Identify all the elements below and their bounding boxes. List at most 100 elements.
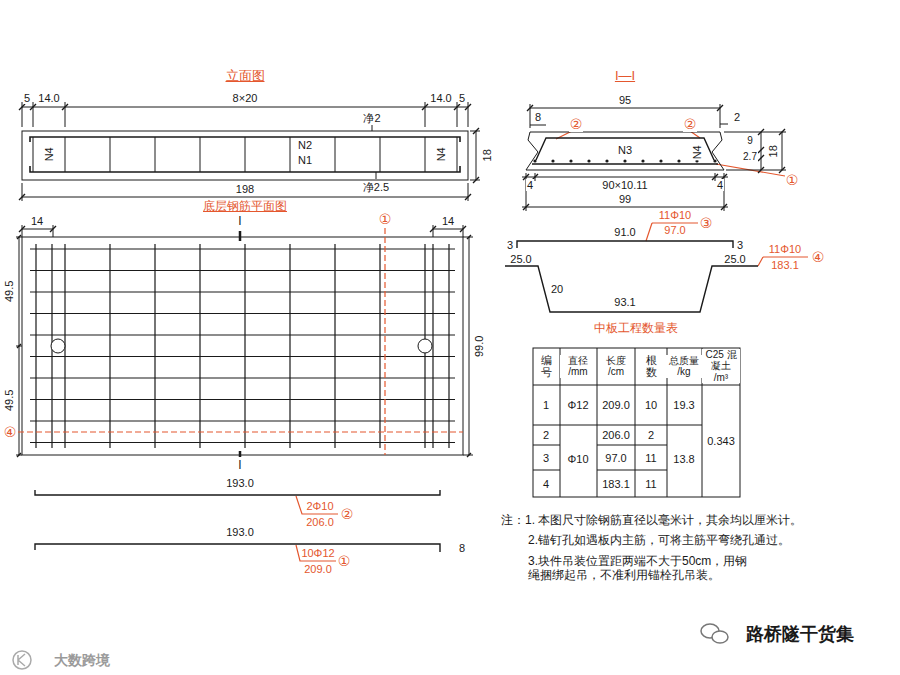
dimension-text: 14.0 — [429, 92, 452, 105]
plan-view-part — [22, 237, 463, 455]
quantity-table-part — [533, 348, 740, 497]
dimension-text: 25.0 — [509, 253, 532, 266]
watermark: 大数跨境 — [53, 652, 111, 668]
bar-shapes-part — [35, 544, 440, 552]
table-cell: 209.0 — [601, 399, 631, 412]
dimension-text: 18 — [767, 144, 780, 158]
callout-number: ② — [569, 116, 584, 132]
plan-view — [16, 225, 473, 457]
callout-number: ④ — [3, 424, 18, 440]
elevation-view — [19, 102, 480, 201]
bar-section-dots-part — [569, 159, 572, 162]
dimension-text: 193.0 — [225, 526, 255, 539]
dimension-text: 2 — [733, 111, 741, 124]
bar-shapes-part — [505, 266, 758, 312]
elevation-view-part — [22, 183, 468, 201]
dimension-text: 95 — [618, 94, 632, 107]
table-cell: Φ12 — [566, 399, 589, 412]
dimension-text: 5 — [458, 92, 466, 105]
callout-lines-part — [18, 431, 463, 432]
watermark-icon — [701, 624, 728, 643]
table-cell: 183.1 — [601, 478, 631, 491]
dimension-text: 20 — [550, 283, 564, 296]
quantity-table — [533, 348, 740, 497]
table-cell: 1 — [542, 399, 550, 412]
bar-section-dots-part — [641, 159, 644, 162]
dimension-text: 99 — [618, 193, 632, 206]
elevation-view-part — [473, 128, 479, 183]
bar-shapes-part — [517, 241, 733, 248]
bar-mark: N4 — [43, 146, 56, 162]
dimension-text: 4 — [526, 179, 534, 192]
callout-number: ① — [378, 211, 393, 227]
watermark-logo-part — [13, 651, 31, 669]
plan-view-part — [30, 249, 455, 443]
bar-mark: 183.1 — [770, 259, 800, 272]
bar-section-dots — [533, 159, 716, 162]
bar-section-dots-part — [551, 159, 554, 162]
elevation-view-part — [372, 125, 376, 179]
dimension-text: I — [237, 215, 242, 229]
bar-mark: 97.0 — [663, 224, 686, 237]
bar-mark: 11Φ10 — [768, 243, 802, 256]
dimension-text: 18 — [481, 148, 494, 162]
table-cell: 总质量 /kg — [666, 355, 702, 378]
callout-number: ② — [683, 116, 698, 132]
bar-shapes-part — [35, 490, 440, 495]
elevation-view-part — [22, 131, 468, 180]
elevation-view-part — [470, 131, 480, 180]
table-cell: 4 — [542, 478, 550, 491]
bar-mark: N2 — [297, 139, 313, 152]
dimension-text: 2.7 — [742, 151, 758, 163]
plan-view-part — [239, 231, 242, 457]
callout-lines-part — [384, 228, 385, 455]
table-cell: 19.3 — [672, 399, 695, 412]
bar-section-dots-part — [677, 159, 680, 162]
table-cell: 3 — [542, 452, 550, 465]
dimension-text: 49.5 — [4, 388, 17, 411]
note-text: 3.块件吊装位置距两端不大于50cm，用钢 绳捆绑起吊，不准利用锚栓孔吊装。 — [527, 555, 751, 583]
elevation-view-part — [19, 104, 471, 110]
dimension-text: 90×10.11 — [601, 179, 648, 192]
table-cell: Φ10 — [566, 453, 589, 466]
bar-mark: N4 — [691, 144, 704, 160]
bar-section-dots-part — [605, 159, 608, 162]
table-cell: 13.8 — [672, 453, 695, 466]
dimension-text: 193.0 — [225, 477, 255, 490]
bar-shapes — [35, 241, 758, 552]
plan-view-part — [463, 237, 473, 455]
dimension-text: 净2 — [362, 112, 381, 125]
dimension-text: 91.0 — [613, 226, 636, 239]
dimension-text: 8 — [458, 542, 466, 555]
callout-lines — [18, 131, 808, 561]
dimension-text: 99.0 — [474, 334, 487, 357]
elevation-view-part — [33, 137, 457, 172]
watermark-logo — [13, 651, 31, 669]
dimension-text: 25.0 — [723, 253, 746, 266]
dimension-text: 净2.5 — [362, 181, 390, 194]
callout-number: ① — [337, 553, 352, 569]
section-view-part — [532, 163, 718, 164]
bar-section-dots-part — [533, 159, 536, 162]
callout-number: ① — [785, 172, 800, 188]
note-text: 2.锚钉孔如遇板内主筋，可将主筋平弯绕孔通过。 — [527, 534, 791, 548]
dimension-text: 9 — [746, 135, 754, 147]
callout-number: ② — [340, 506, 355, 522]
bar-mark: N1 — [297, 154, 313, 167]
table-cell: 11 — [644, 478, 657, 491]
bar-mark: N3 — [617, 144, 633, 157]
dimension-text: 8×20 — [232, 92, 259, 105]
table-cell: C25 混凝土 /m³ — [702, 349, 740, 384]
bar-mark: 10Φ12 — [300, 547, 335, 560]
table-cell: 97.0 — [604, 452, 627, 465]
table-title: 中板工程数量表 — [593, 322, 679, 336]
table-cell: 206.0 — [601, 429, 631, 442]
callout-number: ③ — [699, 215, 714, 231]
view-title: I—I — [614, 69, 636, 84]
table-cell: 直径 /mm — [560, 355, 596, 378]
watermark: 路桥隧干货集 — [745, 624, 855, 645]
dimension-text: 8 — [534, 111, 542, 124]
callout-number: ④ — [811, 249, 826, 265]
dimension-text: 14 — [30, 215, 44, 228]
plan-view-part — [17, 235, 21, 457]
